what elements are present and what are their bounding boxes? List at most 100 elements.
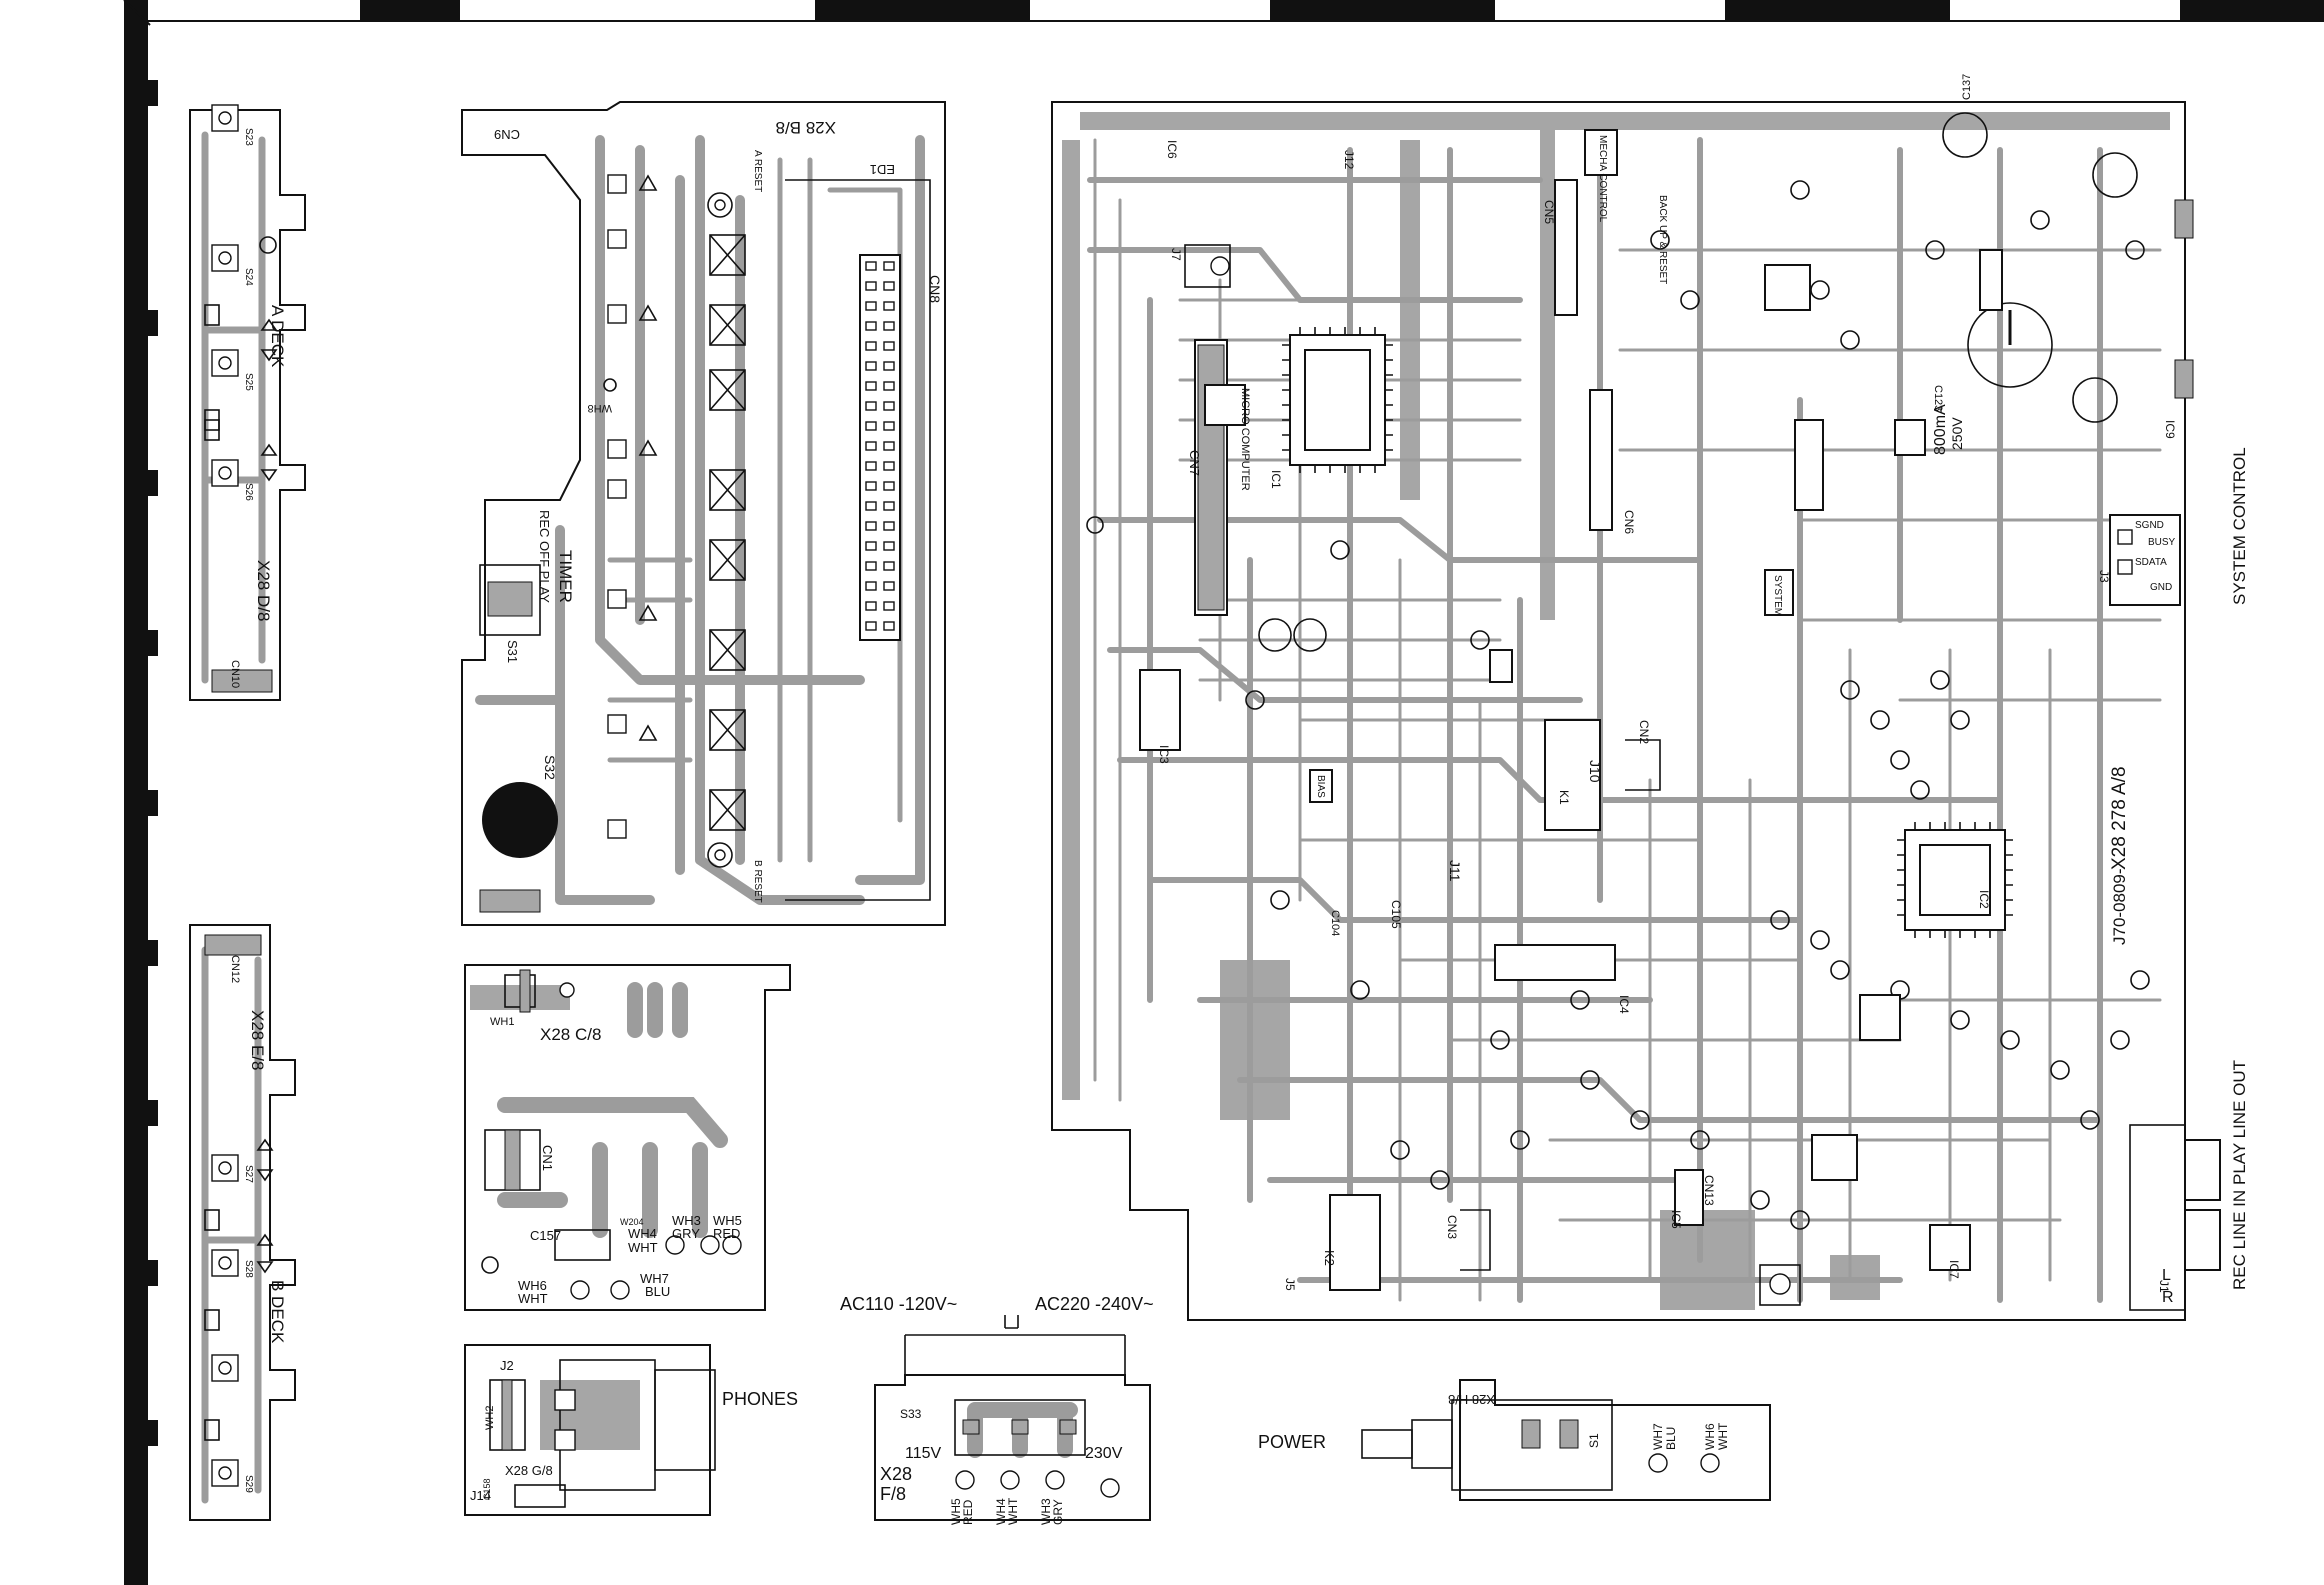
svg-text:S28: S28 bbox=[243, 1260, 254, 1278]
wh5-label: WH5 bbox=[949, 1498, 963, 1525]
wh2-label: WH2 bbox=[484, 1406, 496, 1430]
v230-label: 230V bbox=[1085, 1445, 1123, 1462]
sys-pin: SGND bbox=[2135, 520, 2164, 531]
s31-label: S31 bbox=[505, 640, 520, 663]
switch-label: S26 bbox=[243, 483, 254, 501]
sys-pin: GND bbox=[2150, 582, 2172, 593]
switch-label: S28 bbox=[243, 1260, 254, 1278]
timer-label: TIMER bbox=[556, 550, 575, 603]
d-switch-pads bbox=[204, 104, 278, 487]
system-tag: SYSTEM bbox=[1772, 575, 1783, 616]
system-control-label: SYSTEM CONTROL bbox=[2230, 447, 2249, 605]
w204-label: W204 bbox=[620, 1217, 644, 1227]
k1-ref: K1 bbox=[1557, 790, 1571, 805]
wh3-label: WH3 bbox=[672, 1213, 701, 1228]
wht-label: WHT bbox=[518, 1291, 548, 1306]
j12-ref: J12 bbox=[1342, 150, 1356, 170]
rec-line-in-label: REC LINE IN bbox=[2230, 1190, 2249, 1290]
cn10-label: CN10 bbox=[229, 660, 241, 688]
cn5-ref: CN5 bbox=[1542, 200, 1556, 224]
board-c-title: X28 C/8 bbox=[540, 1025, 601, 1044]
b-deck-label: B DECK bbox=[268, 1280, 287, 1344]
e-switch-pads bbox=[204, 1138, 274, 1487]
switch-label: S25 bbox=[243, 373, 254, 391]
svg-text:S23: S23 bbox=[243, 128, 254, 146]
cn6-ref: CN6 bbox=[1622, 510, 1636, 534]
wh7-label: WH7 bbox=[1651, 1423, 1665, 1450]
cn13-ref: CN13 bbox=[1702, 1175, 1716, 1206]
gry-label: GRY bbox=[672, 1226, 700, 1241]
s1-label: S1 bbox=[1587, 1433, 1601, 1448]
cn3-ref: CN3 bbox=[1445, 1215, 1459, 1239]
ic1-chip bbox=[1282, 327, 1393, 473]
wh6-label: WH6 bbox=[1703, 1423, 1717, 1450]
j2-label: J2 bbox=[500, 1358, 514, 1373]
switch-label: S29 bbox=[243, 1475, 254, 1493]
wh1-label: WH1 bbox=[490, 1016, 514, 1028]
ic3-ref: IC3 bbox=[1157, 745, 1171, 764]
ic5-ref: IC5 bbox=[1669, 1210, 1683, 1229]
svg-text:S29: S29 bbox=[243, 1475, 254, 1493]
ic4-ref: IC4 bbox=[1617, 995, 1631, 1014]
k2-ref: K2 bbox=[1322, 1250, 1337, 1266]
ic2-chip bbox=[1897, 822, 2013, 938]
transistors bbox=[1086, 180, 2150, 1230]
svg-text:S24: S24 bbox=[243, 268, 254, 286]
j3-ref: J3 bbox=[2097, 570, 2111, 583]
wh8-label: WH8 bbox=[588, 402, 612, 414]
wh3-label: WH3 bbox=[1039, 1498, 1053, 1525]
ic9-ref: IC9 bbox=[2163, 420, 2177, 439]
switch-label: S24 bbox=[243, 268, 254, 286]
wh5-label: WH5 bbox=[713, 1213, 742, 1228]
rec-off-play-label: REC OFF PLAY bbox=[537, 510, 552, 603]
j10-ref: J10 bbox=[1587, 760, 1603, 783]
sheet-border bbox=[123, 0, 2324, 1585]
cn12-label: CN12 bbox=[229, 955, 241, 983]
d-switch-labels: S23 S24 S25 S26 bbox=[243, 128, 254, 501]
wht-label: WHT bbox=[628, 1240, 658, 1255]
fuse-voltage: 250V bbox=[1949, 417, 1965, 450]
board-g: J2 WH2 X28 G/8 J14 C158 bbox=[464, 1344, 716, 1516]
ic7-ref: IC7 bbox=[1947, 1260, 1961, 1279]
ic1-tag: MICRO COMPUTER bbox=[1239, 388, 1251, 491]
cn9-label: CN9 bbox=[494, 127, 520, 142]
board-d: S23 S24 S25 S26 A DECK X28 D/8 CN10 bbox=[189, 104, 306, 701]
wh6-label: WH6 bbox=[518, 1278, 547, 1293]
blu-label: BLU bbox=[645, 1284, 670, 1299]
j1-ref: J1 bbox=[2157, 1280, 2171, 1293]
board-f-title: X28 bbox=[880, 1464, 912, 1484]
b-reset-label: B RESET bbox=[752, 860, 763, 903]
wht-label: WHT bbox=[1716, 1422, 1730, 1450]
board-e: S27 S28 S29 CN12 X28 E/8 B DECK bbox=[189, 924, 296, 1521]
c123-ref: C123 bbox=[1932, 385, 1944, 411]
voltage-ac220-label: AC220 -240V~ bbox=[1035, 1294, 1154, 1314]
ic1-ref: IC1 bbox=[1269, 470, 1283, 489]
j7-ref: J7 bbox=[1169, 248, 1183, 261]
c104-ref: C104 bbox=[1329, 910, 1341, 936]
cn2-ref: CN2 bbox=[1637, 720, 1651, 744]
cn8-pins bbox=[865, 261, 895, 631]
channel-r-label: R bbox=[2162, 1289, 2174, 1306]
cn8-label: CN8 bbox=[927, 275, 943, 303]
j14-label: J14 bbox=[470, 1488, 491, 1503]
j11-ref: J11 bbox=[1447, 860, 1463, 882]
b-leds bbox=[603, 174, 733, 868]
phones-label: PHONES bbox=[722, 1389, 798, 1409]
svg-text:S27: S27 bbox=[243, 1165, 254, 1183]
board-b-title: X28 B/8 bbox=[776, 118, 837, 137]
blu-label: BLU bbox=[1664, 1427, 1678, 1450]
wht-label: WHT bbox=[1006, 1497, 1020, 1525]
red-label: RED bbox=[961, 1499, 975, 1525]
switch-label: S23 bbox=[243, 128, 254, 146]
svg-text:S26: S26 bbox=[243, 483, 254, 501]
c158-label: C158 bbox=[482, 1478, 492, 1500]
red-label: RED bbox=[713, 1226, 740, 1241]
channel-l-label: L bbox=[2162, 1267, 2171, 1284]
j5-ref: J5 bbox=[1283, 1278, 1297, 1291]
b-switches bbox=[709, 234, 746, 831]
wh7-label: WH7 bbox=[640, 1271, 669, 1286]
board-h: POWER X28 H/8 S1 WH7 BLU WH6 WHT bbox=[1258, 1379, 1771, 1501]
ic2-ref: IC2 bbox=[1977, 890, 1991, 909]
cn1-label: CN1 bbox=[540, 1145, 555, 1171]
wh4-label: WH4 bbox=[994, 1498, 1008, 1525]
